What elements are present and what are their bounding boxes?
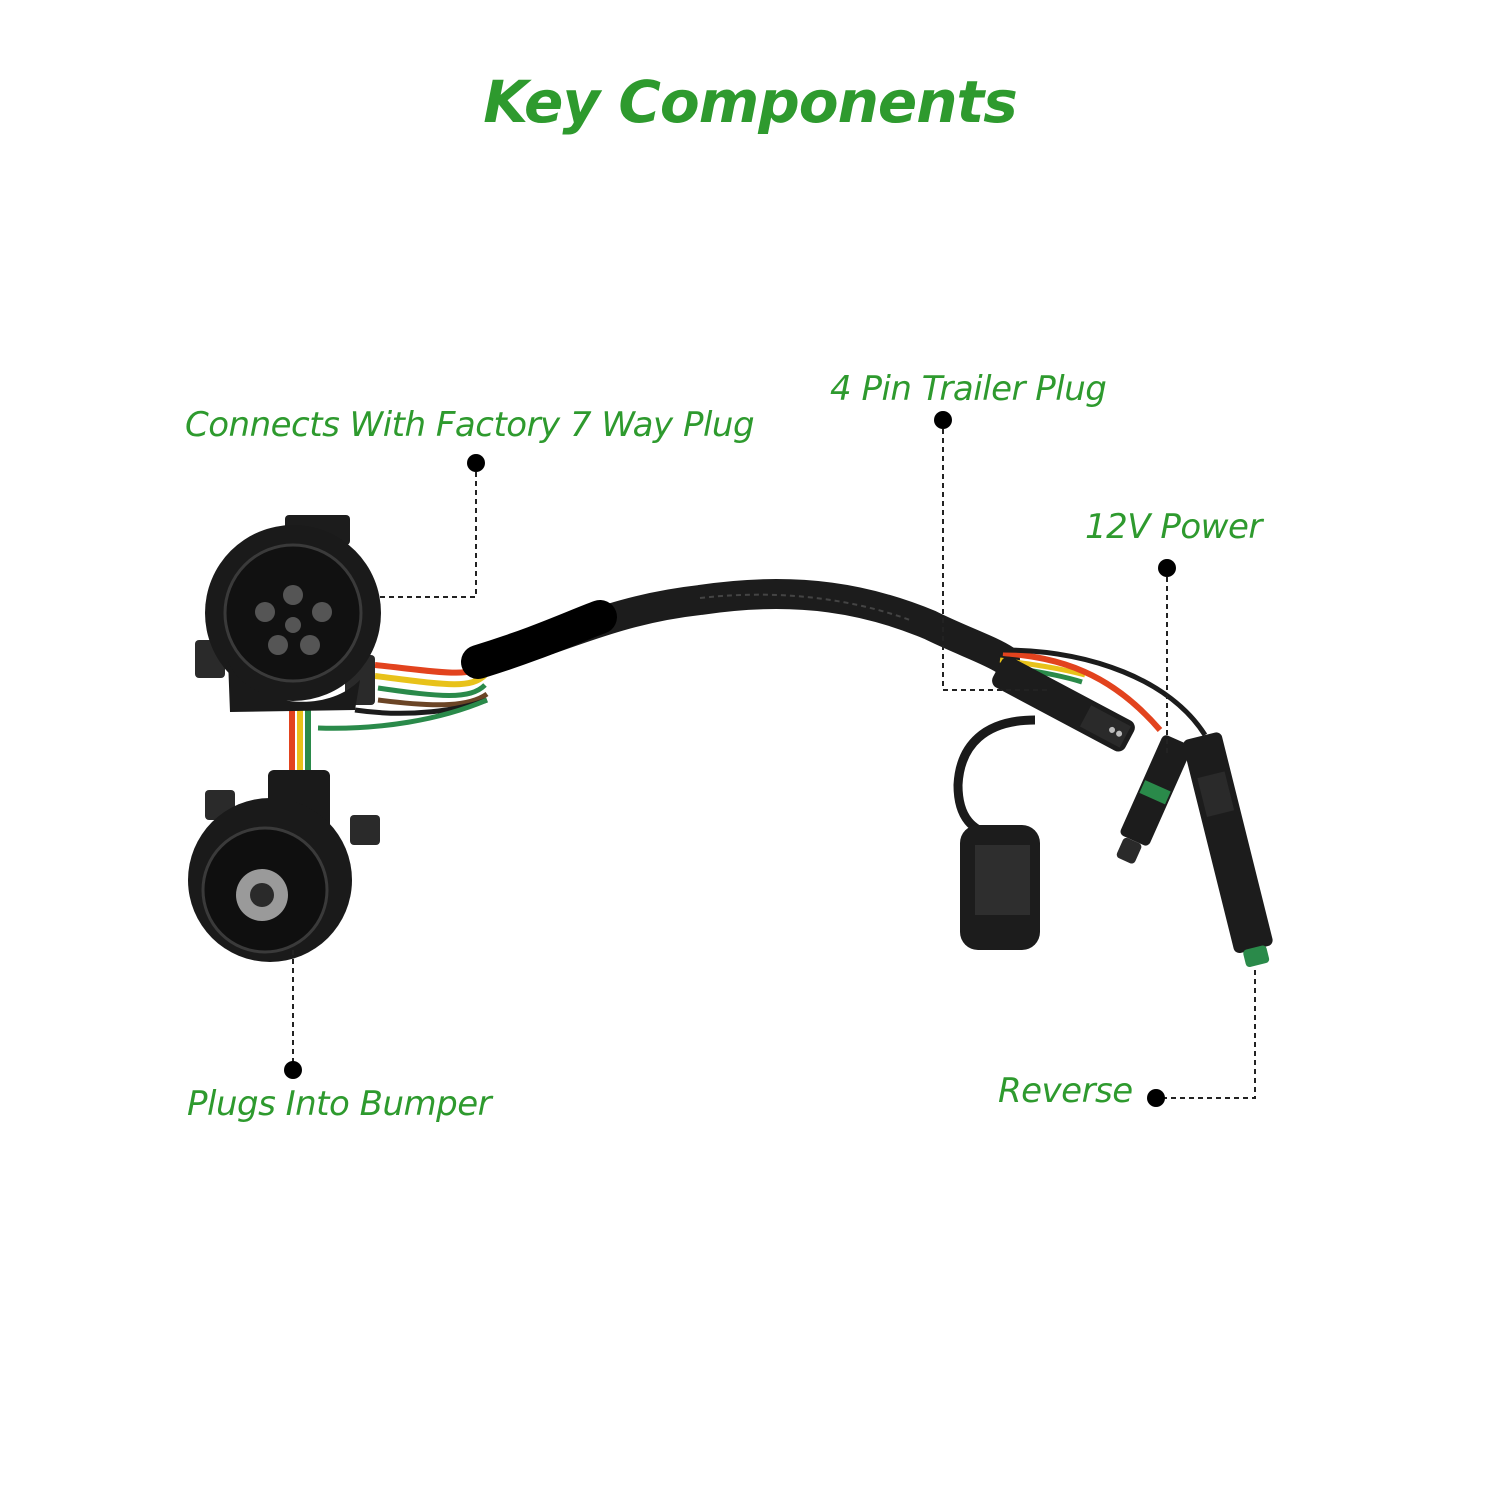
callout-dot-reverse bbox=[1147, 1089, 1165, 1107]
callout-4-pin-trailer-plug: 4 Pin Trailer Plug bbox=[830, 369, 1107, 409]
callout-dot-factory-plug bbox=[467, 454, 485, 472]
callout-dot-bumper bbox=[284, 1061, 302, 1079]
12v-power-connector-icon bbox=[1116, 735, 1192, 864]
callout-dots bbox=[284, 411, 1176, 1107]
reverse-connector-icon bbox=[1183, 732, 1273, 968]
callout-reverse: Reverse bbox=[998, 1071, 1133, 1111]
callout-factory-plug: Connects With Factory 7 Way Plug bbox=[185, 405, 755, 445]
callout-12v-power: 12V Power bbox=[1085, 507, 1262, 547]
callout-dot-trailer-plug bbox=[934, 411, 952, 429]
page-title: Key Components bbox=[483, 68, 1018, 136]
callout-leader-lines bbox=[292, 420, 1256, 1099]
wire-bundle bbox=[289, 579, 1208, 770]
callout-plugs-into-bumper: Plugs Into Bumper bbox=[187, 1084, 492, 1124]
callout-dot-power bbox=[1158, 559, 1176, 577]
4-pin-trailer-plug-icon bbox=[953, 656, 1135, 950]
factory-7-way-socket-icon bbox=[195, 515, 381, 712]
bumper-7-way-plug-icon bbox=[188, 770, 380, 962]
